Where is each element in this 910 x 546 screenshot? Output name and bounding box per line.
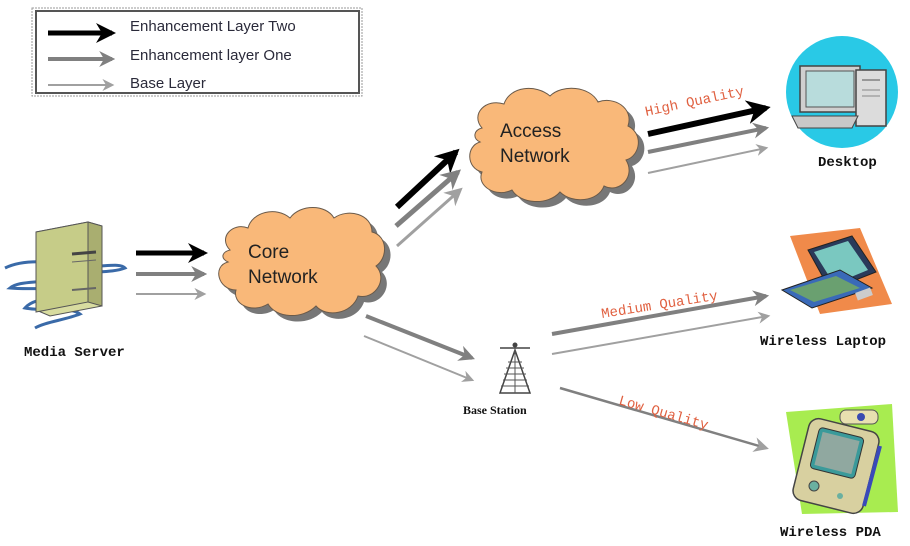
arrow-base — [647, 144, 769, 174]
arrows-base-to-pda: Low Quality — [559, 386, 769, 452]
arrow-base — [396, 187, 463, 248]
legend-base-label: Base Layer — [130, 75, 206, 92]
access-network-cloud: Access Network — [469, 87, 645, 208]
base-station-label: Base Station — [463, 403, 527, 417]
low-quality-label: Low Quality — [617, 393, 710, 434]
desktop-icon — [786, 36, 898, 148]
arrow-base — [551, 311, 771, 355]
arrows-access-to-desktop: High Quality — [644, 84, 771, 174]
access-network-line1: Access — [500, 121, 561, 142]
media-server-label: Media Server — [24, 345, 125, 361]
cloud-shape — [218, 207, 385, 316]
core-network-line1: Core — [248, 242, 289, 263]
arrows-core-to-base-station — [363, 314, 475, 382]
arrows-core-to-access — [394, 148, 463, 248]
arrow-enh2 — [647, 100, 771, 137]
cloud-shape — [469, 87, 639, 202]
laptop-icon — [780, 228, 892, 314]
media-server: Media Server — [4, 221, 128, 361]
wireless-pda-label: Wireless PDA — [780, 525, 881, 541]
access-network-line2: Network — [500, 146, 570, 167]
arrow-enh1 — [365, 314, 475, 361]
wireless-pda: Wireless PDA — [780, 404, 898, 541]
arrow-enh1 — [647, 122, 770, 154]
legend-enh2-label: Enhancement Layer Two — [130, 18, 296, 35]
arrow-base — [363, 335, 475, 382]
core-network-line2: Network — [248, 267, 318, 288]
base-station: Base Station — [463, 342, 532, 417]
arrows-base-to-laptop: Medium Quality — [551, 289, 771, 355]
arrow-base — [559, 386, 769, 452]
arrow-enh1 — [394, 169, 462, 228]
legend-enh1-label: Enhancement layer One — [130, 47, 292, 64]
pda-icon — [786, 404, 898, 515]
antenna-tower-icon — [498, 342, 532, 394]
arrows-server-to-core — [136, 243, 208, 300]
core-network-cloud: Core Network — [218, 207, 391, 322]
desktop-label: Desktop — [818, 155, 877, 171]
legend-inner-border — [35, 10, 360, 94]
wireless-laptop-label: Wireless Laptop — [760, 334, 886, 350]
legend: Enhancement Layer Two Enhancement layer … — [31, 7, 363, 97]
arrow-enh2 — [394, 148, 460, 210]
wireless-laptop: Wireless Laptop — [760, 228, 892, 350]
medium-quality-label: Medium Quality — [600, 289, 719, 323]
arrow-enh1 — [551, 290, 770, 336]
desktop: Desktop — [786, 36, 898, 171]
server-icon — [4, 221, 128, 330]
